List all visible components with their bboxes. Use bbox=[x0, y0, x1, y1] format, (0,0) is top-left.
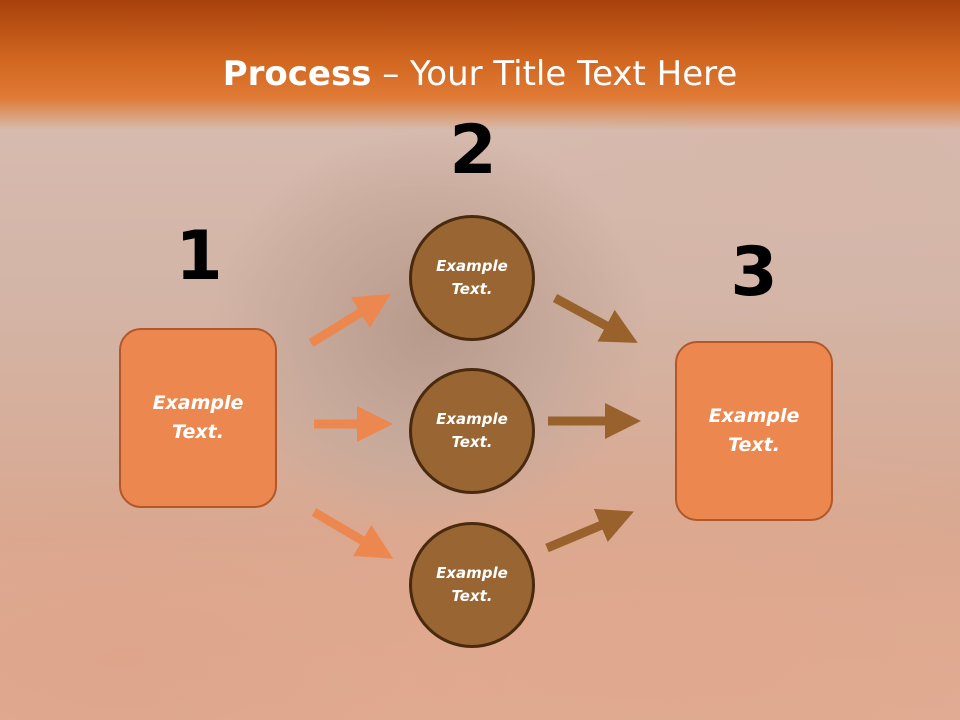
arrow-bottom-to-right bbox=[545, 508, 634, 553]
step-number-1: 1 bbox=[175, 217, 223, 296]
step-number-2: 2 bbox=[449, 111, 497, 190]
slide-title: Process – Your Title Text Here bbox=[0, 52, 960, 96]
right-step-box: Example Text. bbox=[675, 341, 833, 521]
left-step-box: Example Text. bbox=[119, 328, 277, 508]
circle-middle: Example Text. bbox=[409, 368, 535, 494]
circle-bottom: Example Text. bbox=[409, 522, 535, 648]
arrow-left-to-top bbox=[308, 293, 392, 347]
right-step-text: Example Text. bbox=[708, 405, 800, 456]
title-rest: – Your Title Text Here bbox=[371, 54, 738, 94]
step-number-3: 3 bbox=[730, 233, 778, 312]
title-bold: Process bbox=[222, 54, 372, 94]
title-banner bbox=[0, 0, 960, 130]
left-step-text: Example Text. bbox=[152, 392, 244, 443]
circle-top-text: Example Text. bbox=[436, 257, 508, 298]
circle-top: Example Text. bbox=[409, 215, 535, 341]
circle-middle-text: Example Text. bbox=[436, 410, 508, 451]
arrow-left-to-bottom bbox=[311, 508, 394, 559]
circle-bottom-text: Example Text. bbox=[436, 564, 508, 605]
arrow-top-to-right bbox=[552, 294, 638, 343]
